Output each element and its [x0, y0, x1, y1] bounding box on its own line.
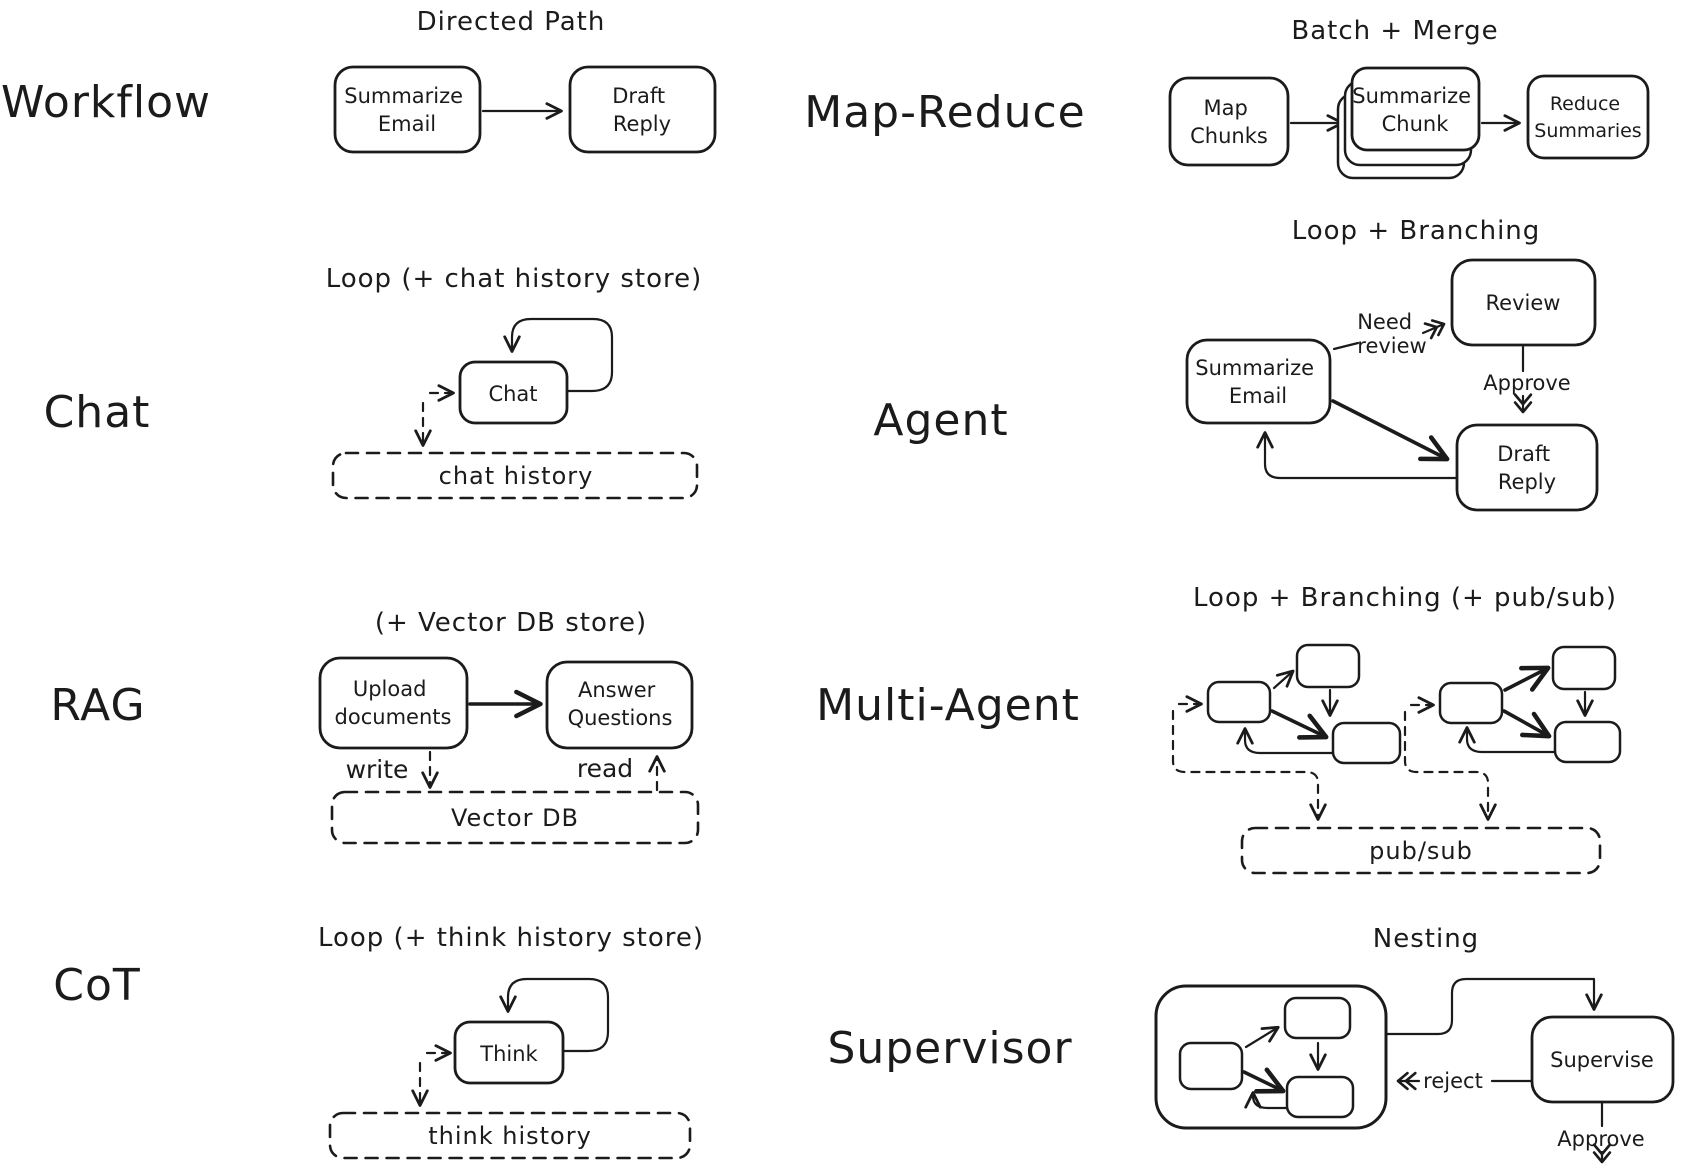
summarize-chunk-node [1350, 66, 1481, 152]
approve-edge-label: Approve [1483, 371, 1570, 395]
rag-title: (+ Vector DB store) [375, 608, 647, 638]
cluster2-to-pubsub-arrow [1403, 710, 1497, 821]
supervisor-approve-edge-label: Approve [1557, 1127, 1644, 1151]
reject-edge-label: reject [1423, 1069, 1483, 1093]
reduce-summaries-node [1526, 74, 1650, 160]
agent-title: Loop + Branching [1292, 216, 1541, 246]
review-node [1450, 258, 1597, 347]
chat-history-store-text: chat history [439, 462, 594, 490]
cluster2-left-to-top-arrow [1503, 665, 1551, 692]
cluster1-left-to-top-arrow [1272, 669, 1295, 690]
nested-left-node [1178, 1041, 1244, 1091]
cot-section: CoT Loop (+ think history store) Think t… [53, 923, 704, 1160]
agent-cluster-2 [1403, 645, 1622, 821]
draft-reply-node-text: Draft Reply [612, 84, 672, 136]
vector-db-store-text: Vector DB [451, 804, 579, 832]
think-node-text: Think [479, 1042, 538, 1066]
upload-documents-node-text: Upload documents [335, 677, 452, 729]
container-to-supervise-arrow [1384, 977, 1603, 1036]
workflow-section-label: Workflow [1, 77, 211, 128]
chat-section-label: Chat [44, 387, 151, 438]
write-edge-label: write [346, 755, 409, 784]
multi-agent-title: Loop + Branching (+ pub/sub) [1193, 583, 1617, 613]
cluster1-left-to-bottom-arrow [1270, 709, 1329, 740]
map-reduce-title: Batch + Merge [1291, 16, 1498, 46]
supervisor-section: Supervisor Nesting Supervise reject Appr… [827, 924, 1675, 1164]
chat-history-store [331, 451, 699, 500]
nested-left-to-bottom-arrow [1242, 1067, 1286, 1094]
need-review-connector-line [1332, 341, 1360, 351]
need-review-arrow [1421, 319, 1446, 340]
nested-workflow-container [1154, 984, 1388, 1130]
summarize-email-node [333, 65, 482, 154]
map-reduce-section-label: Map-Reduce [804, 87, 1085, 138]
pubsub-store-text: pub/sub [1369, 837, 1473, 865]
supervise-node-text: Supervise [1550, 1048, 1654, 1072]
reduce-summaries-node-text: Reduce Summaries [1534, 93, 1641, 142]
draft-to-summarize-loop-arrow [1256, 431, 1459, 480]
supervisor-section-label: Supervisor [827, 1023, 1072, 1074]
map-chunks-node [1168, 76, 1290, 167]
cluster2-left-node [1438, 681, 1504, 725]
answer-questions-node-text: Answer Questions [568, 678, 673, 730]
cluster2-left-to-bottom-arrow [1502, 709, 1552, 739]
cluster1-left-node [1206, 680, 1272, 724]
chat-section: Chat Loop (+ chat history store) Chat ch… [44, 264, 703, 500]
chat-self-loop-arrow [503, 317, 614, 393]
summarize-to-draft-arrow [1331, 399, 1450, 462]
summarize-email-node-text: Summarize Email [344, 84, 470, 136]
agent-section-label: Agent [873, 395, 1008, 446]
agent-summarize-email-node [1185, 338, 1332, 425]
agent-cluster-1 [1171, 643, 1402, 821]
cluster1-bottom-node [1331, 721, 1402, 765]
cot-section-label: CoT [53, 960, 141, 1011]
summarize-chunk-node-text: Summarize Chunk [1352, 84, 1478, 136]
map-reduce-section: Map-Reduce Batch + Merge Map Chunks Summ… [804, 16, 1650, 180]
cluster1-to-pubsub-arrow [1171, 709, 1327, 821]
agent-draft-reply-node [1455, 423, 1599, 512]
multi-agent-section: Multi-Agent Loop + Branching (+ pub/sub) [816, 583, 1622, 875]
chat-title: Loop (+ chat history store) [326, 264, 703, 294]
chat-node [458, 360, 569, 425]
think-history-store-text: think history [428, 1122, 592, 1150]
cluster2-top-node [1551, 645, 1617, 691]
nested-top-node [1283, 996, 1352, 1040]
think-node [453, 1020, 565, 1085]
nested-workflow-cluster [1178, 996, 1355, 1119]
map-chunks-node-text: Map Chunks [1190, 96, 1268, 148]
workflow-section: Workflow Directed Path Summarize Email D… [1, 7, 717, 154]
workflow-title: Directed Path [417, 7, 606, 37]
read-edge-label: read [577, 754, 633, 783]
cluster1-top-node [1295, 643, 1361, 689]
rag-section-label: RAG [50, 680, 145, 731]
nested-left-to-top-arrow [1244, 1025, 1280, 1049]
cot-title: Loop (+ think history store) [318, 923, 704, 953]
cluster1-loop-back-arrow [1236, 727, 1335, 755]
nested-bottom-node [1285, 1075, 1355, 1119]
nested-loop-back-arrow [1244, 1091, 1289, 1110]
think-self-loop-arrow [499, 977, 610, 1053]
draft-reply-node [568, 65, 717, 154]
chat-node-text: Chat [488, 382, 537, 406]
rag-section: RAG (+ Vector DB store) Upload documents… [50, 608, 700, 845]
vector-db-store [330, 790, 700, 845]
agent-section: Agent Loop + Branching Review Summarize … [873, 216, 1599, 512]
agent-draft-reply-node-text: Draft Reply [1497, 442, 1557, 494]
cluster2-bottom-node [1553, 720, 1622, 764]
multi-agent-section-label: Multi-Agent [816, 680, 1080, 731]
cluster2-loop-back-arrow [1458, 726, 1557, 754]
answer-questions-node [545, 660, 694, 750]
think-history-store [328, 1111, 692, 1160]
pubsub-store [1240, 826, 1602, 875]
need-review-edge-label: Need review [1357, 310, 1427, 358]
review-node-text: Review [1486, 291, 1561, 315]
upload-documents-node [318, 656, 469, 750]
supervisor-title: Nesting [1373, 924, 1479, 954]
agent-summarize-email-node-text: Summarize Email [1195, 356, 1321, 408]
